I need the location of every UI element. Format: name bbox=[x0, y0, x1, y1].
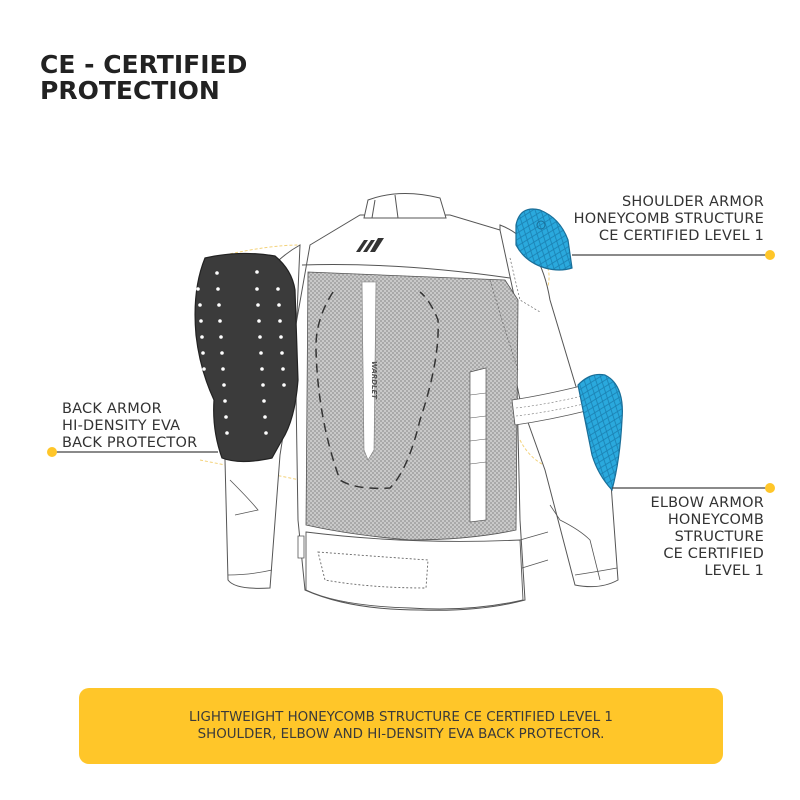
elbow-armor-icon bbox=[577, 373, 623, 492]
leader-lines bbox=[52, 254, 770, 489]
elbow-dot-icon bbox=[765, 483, 775, 493]
banner-line-1: LIGHTWEIGHT HONEYCOMB STRUCTURE CE CERTI… bbox=[189, 710, 613, 725]
shoulder-dot-icon bbox=[765, 250, 775, 260]
callout-line: HONEYCOMB STRUCTURE bbox=[573, 211, 764, 227]
banner-line-2: SHOULDER, ELBOW AND HI-DENSITY EVA BACK … bbox=[197, 727, 605, 742]
callout-line: CE CERTIFIED LEVEL 1 bbox=[598, 228, 764, 244]
callout-line: ELBOW ARMOR bbox=[650, 495, 764, 511]
shoulder-armor-callout: SHOULDER ARMOR HONEYCOMB STRUCTURE CE CE… bbox=[574, 194, 764, 245]
title-line-1: CE - CERTIFIED bbox=[40, 50, 248, 79]
shoulder-armor-icon bbox=[515, 208, 573, 271]
callout-line: BACK PROTECTOR bbox=[62, 435, 198, 451]
callout-line: HI-DENSITY EVA bbox=[62, 418, 181, 434]
back-dot-icon bbox=[47, 447, 57, 457]
callout-line: BACK ARMOR bbox=[62, 401, 162, 417]
callout-line: SHOULDER ARMOR bbox=[621, 194, 764, 210]
back-armor-callout: BACK ARMOR HI-DENSITY EVA BACK PROTECTOR bbox=[62, 401, 197, 452]
callout-line: LEVEL 1 bbox=[704, 563, 764, 579]
title-line-2: PROTECTION bbox=[40, 76, 220, 105]
callout-line: STRUCTURE bbox=[674, 529, 764, 545]
elbow-armor-callout: ELBOW ARMOR HONEYCOMB STRUCTURE CE CERTI… bbox=[651, 495, 765, 580]
callout-line: CE CERTIFIED bbox=[663, 546, 764, 562]
back-armor-icon bbox=[194, 252, 299, 463]
page-title: CE - CERTIFIED PROTECTION bbox=[40, 52, 247, 104]
spine-brand-text: WARDLET bbox=[370, 361, 378, 400]
back-pocket-outline bbox=[315, 291, 439, 490]
brand-logo-icon bbox=[356, 238, 384, 252]
spine-strip bbox=[361, 281, 377, 461]
leader-dots bbox=[47, 250, 775, 493]
hem-band bbox=[305, 531, 524, 610]
callout-line: HONEYCOMB bbox=[667, 512, 764, 528]
feature-banner: LIGHTWEIGHT HONEYCOMB STRUCTURE CE CERTI… bbox=[79, 688, 723, 764]
